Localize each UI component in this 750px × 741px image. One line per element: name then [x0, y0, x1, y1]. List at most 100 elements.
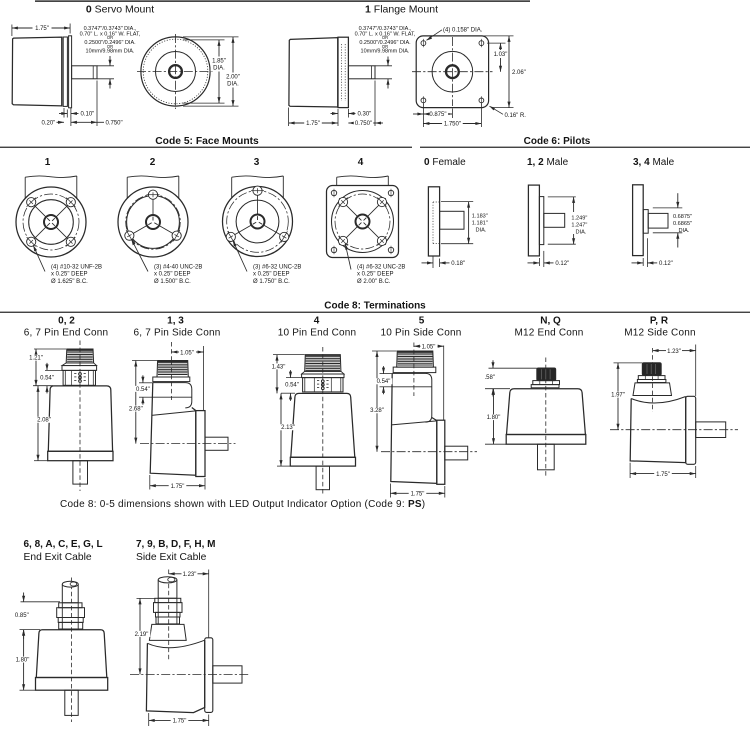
svg-text:1.75": 1.75" [656, 472, 670, 478]
svg-text:4: 4 [358, 157, 364, 168]
svg-text:0.12": 0.12" [659, 261, 673, 267]
svg-text:1.181": 1.181" [472, 221, 488, 227]
svg-text:x 0.25" DEEP: x 0.25" DEEP [253, 272, 289, 278]
svg-text:2.13": 2.13" [281, 425, 295, 431]
svg-text:5: 5 [419, 315, 425, 326]
svg-text:1.21": 1.21" [29, 356, 43, 362]
svg-text:6, 8, A, C, E, G, L: 6, 8, A, C, E, G, L [24, 539, 103, 550]
svg-text:0.3747"/0.3743" DIA.,: 0.3747"/0.3743" DIA., [359, 26, 412, 32]
svg-text:0.750": 0.750" [106, 121, 123, 127]
svg-text:0.2500"/0.2496" DIA.: 0.2500"/0.2496" DIA. [84, 40, 136, 46]
svg-text:Ø 1.750" B.C.: Ø 1.750" B.C. [253, 279, 290, 285]
svg-text:DIA.: DIA. [476, 228, 487, 234]
svg-text:End Exit Cable: End Exit Cable [24, 552, 92, 563]
svg-text:2.00": 2.00" [226, 75, 240, 81]
svg-text:0.6875": 0.6875" [673, 214, 692, 220]
svg-text:M12 End Conn: M12 End Conn [514, 327, 583, 338]
svg-text:0 Female: 0 Female [424, 157, 466, 168]
svg-text:Code 8: 0-5 dimensions shown w: Code 8: 0-5 dimensions shown with LED Ou… [60, 499, 425, 510]
svg-text:0.750": 0.750" [355, 121, 372, 127]
svg-text:Code 5: Face Mounts: Code 5: Face Mounts [155, 136, 259, 147]
svg-text:1, 2 Male: 1, 2 Male [527, 157, 569, 168]
svg-text:Ø 2.00" B.C.: Ø 2.00" B.C. [357, 279, 391, 285]
svg-text:1.75": 1.75" [411, 492, 425, 498]
svg-text:1.75": 1.75" [173, 719, 187, 725]
svg-text:1.85": 1.85" [212, 59, 226, 65]
svg-text:2.08": 2.08" [37, 418, 51, 424]
svg-text:3: 3 [254, 157, 260, 168]
svg-text:0.54": 0.54" [136, 387, 150, 393]
svg-text:M12 Side Conn: M12 Side Conn [624, 327, 696, 338]
svg-text:0.70" L. x 0.16" W. FLAT,: 0.70" L. x 0.16" W. FLAT, [355, 31, 416, 37]
svg-text:0.85": 0.85" [15, 613, 29, 619]
svg-text:3, 4 Male: 3, 4 Male [633, 157, 675, 168]
svg-text:1 Flange Mount: 1 Flange Mount [365, 4, 438, 16]
svg-text:0.16" R.: 0.16" R. [505, 113, 527, 119]
svg-text:1.750": 1.750" [444, 122, 461, 128]
svg-text:0, 2: 0, 2 [58, 315, 75, 326]
svg-text:Ø 1.625" B.C.: Ø 1.625" B.C. [51, 279, 88, 285]
svg-text:1.75": 1.75" [35, 26, 49, 32]
svg-text:0.70" L. x 0.16" W. FLAT,: 0.70" L. x 0.16" W. FLAT, [80, 31, 141, 37]
svg-text:1.43": 1.43" [272, 364, 286, 370]
svg-text:7, 9, B, D, F, H, M: 7, 9, B, D, F, H, M [136, 539, 215, 550]
svg-text:1: 1 [45, 157, 51, 168]
svg-text:0.875": 0.875" [429, 112, 446, 118]
svg-text:2.68": 2.68" [129, 407, 143, 413]
svg-text:1.249": 1.249" [571, 216, 587, 222]
svg-text:x 0.25" DEEP: x 0.25" DEEP [154, 272, 190, 278]
svg-text:N, Q: N, Q [540, 315, 561, 326]
svg-text:4: 4 [314, 315, 320, 326]
svg-text:2.19": 2.19" [135, 632, 149, 638]
svg-text:(4) #10-32 UNF-2B: (4) #10-32 UNF-2B [51, 264, 102, 270]
svg-text:1.05": 1.05" [422, 344, 436, 350]
svg-text:1.23": 1.23" [667, 349, 681, 355]
svg-text:6, 7 Pin Side Conn: 6, 7 Pin Side Conn [134, 327, 221, 338]
svg-text:0.30": 0.30" [358, 112, 372, 118]
svg-text:x 0.25" DEEP: x 0.25" DEEP [357, 272, 393, 278]
svg-text:0.6865": 0.6865" [673, 221, 692, 227]
svg-text:10 Pin End Conn: 10 Pin End Conn [278, 327, 357, 338]
svg-text:1.03": 1.03" [494, 52, 508, 58]
svg-text:Ø 1.500" B.C.: Ø 1.500" B.C. [154, 279, 191, 285]
svg-text:1.97": 1.97" [611, 393, 625, 399]
svg-text:1.80": 1.80" [487, 415, 501, 421]
svg-text:2: 2 [150, 157, 156, 168]
svg-text:6, 7 Pin End Conn: 6, 7 Pin End Conn [24, 327, 109, 338]
svg-text:(3) #6-32 UNC-2B: (3) #6-32 UNC-2B [253, 264, 301, 270]
svg-text:1.75": 1.75" [306, 121, 320, 127]
svg-text:1.80": 1.80" [16, 658, 30, 664]
svg-text:2.06": 2.06" [512, 70, 526, 76]
svg-text:1.247": 1.247" [571, 223, 587, 229]
svg-text:0.20": 0.20" [42, 121, 56, 127]
svg-text:DIA.: DIA. [213, 65, 225, 71]
svg-text:DIA.: DIA. [227, 81, 239, 87]
svg-text:10 Pin Side Conn: 10 Pin Side Conn [380, 327, 461, 338]
svg-text:OR: OR [382, 35, 388, 40]
svg-text:0.12": 0.12" [555, 261, 569, 267]
svg-text:OR: OR [107, 44, 113, 49]
svg-text:10mm/9.98mm DIA.: 10mm/9.98mm DIA. [361, 48, 410, 54]
svg-text:3.28": 3.28" [370, 408, 384, 414]
svg-text:Code 6: Pilots: Code 6: Pilots [524, 136, 591, 147]
svg-text:(4) 0.158" DIA.: (4) 0.158" DIA. [443, 28, 483, 34]
svg-text:DIA.: DIA. [576, 230, 587, 236]
svg-text:.58": .58" [485, 375, 495, 381]
svg-text:1.23": 1.23" [183, 572, 197, 578]
svg-text:0.54": 0.54" [40, 376, 54, 382]
svg-text:P, R: P, R [650, 315, 669, 326]
svg-text:10mm/9.98mm DIA.: 10mm/9.98mm DIA. [86, 48, 135, 54]
svg-text:1.05": 1.05" [180, 350, 194, 356]
svg-text:0.54": 0.54" [285, 383, 299, 389]
svg-text:(4) #6-32 UNC-2B: (4) #6-32 UNC-2B [357, 264, 405, 270]
svg-text:(3) #4-40 UNC-2B: (3) #4-40 UNC-2B [154, 264, 202, 270]
svg-text:0 Servo Mount: 0 Servo Mount [86, 4, 154, 16]
svg-text:0.18": 0.18" [451, 261, 465, 267]
svg-text:1.183": 1.183" [472, 214, 488, 220]
svg-text:Side Exit Cable: Side Exit Cable [136, 552, 207, 563]
svg-text:Code 8: Terminations: Code 8: Terminations [324, 301, 426, 312]
svg-text:OR: OR [107, 35, 113, 40]
svg-text:x 0.25" DEEP: x 0.25" DEEP [51, 272, 87, 278]
svg-text:0.10": 0.10" [81, 112, 95, 118]
svg-text:0.54": 0.54" [377, 379, 391, 385]
